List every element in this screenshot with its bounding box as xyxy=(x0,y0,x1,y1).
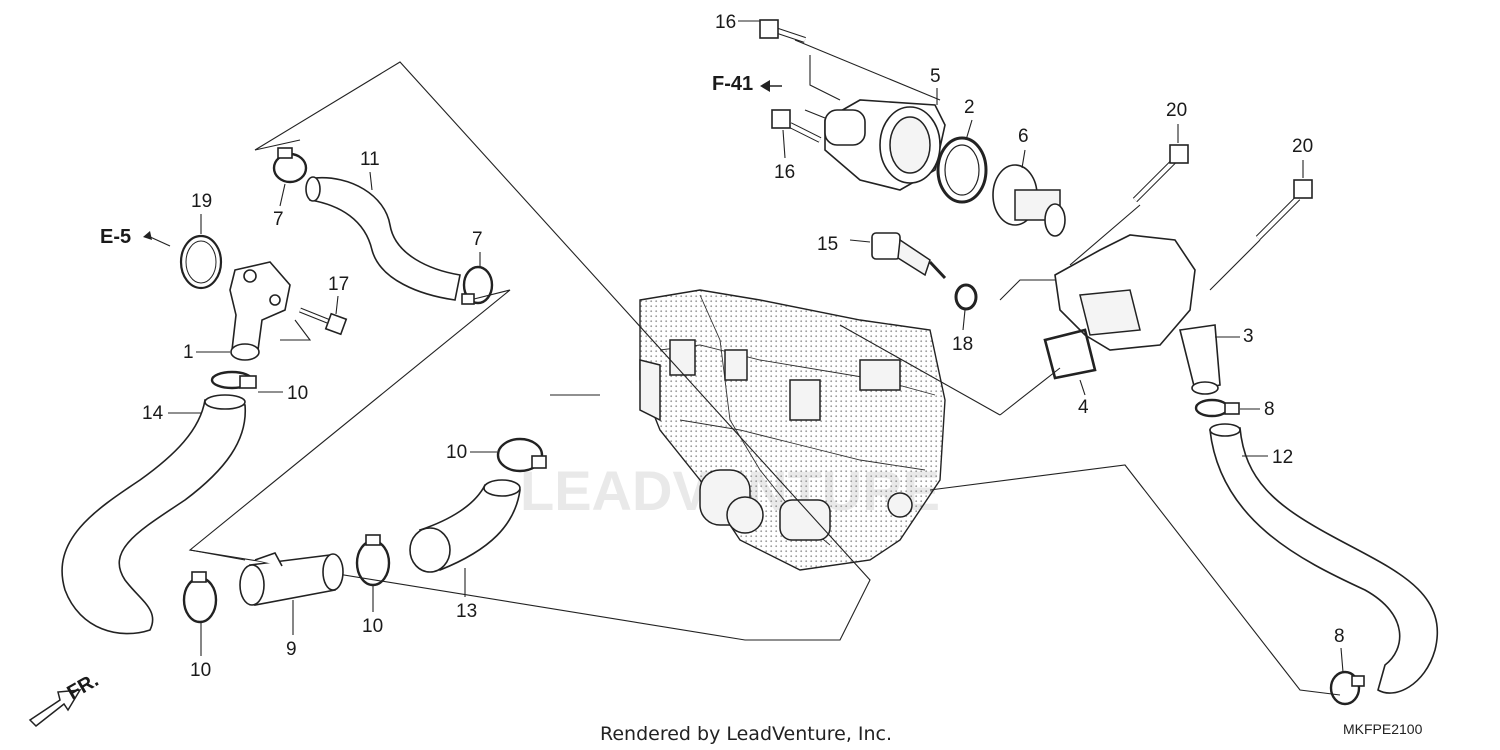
part-19-o-ring xyxy=(179,234,223,290)
part-15-sensor xyxy=(871,232,947,280)
callout-14: 14 xyxy=(142,403,164,424)
callout-8b: 8 xyxy=(1334,626,1345,647)
callout-8a: 8 xyxy=(1264,399,1275,420)
engine-block xyxy=(639,289,946,571)
leader-lines xyxy=(188,39,1341,696)
part-20-bolt-right xyxy=(1255,179,1313,241)
callout-10c: 10 xyxy=(190,660,211,681)
part-9-pipe xyxy=(239,552,344,606)
callout-5: 5 xyxy=(930,66,941,87)
callout-16a: 16 xyxy=(715,12,736,33)
part-3-thermostat-housing xyxy=(1054,234,1221,395)
part-8-clamp-lower xyxy=(1329,670,1365,706)
part-10-clamp-d xyxy=(355,534,391,587)
part-17-bolt xyxy=(299,307,348,336)
part-11-hose xyxy=(305,176,461,301)
part-16-bolt-lower xyxy=(771,109,822,143)
part-16-bolt-upper xyxy=(759,19,806,43)
part-10-clamp-a xyxy=(210,370,257,390)
part-5-thermostat-cover xyxy=(824,99,946,191)
callout-17: 17 xyxy=(328,274,349,295)
front-arrow: FR. xyxy=(28,669,102,728)
ref-f41-label: F-41 xyxy=(712,73,753,95)
part-6-thermostat xyxy=(992,164,1066,237)
callout-2: 2 xyxy=(964,97,975,118)
diagram-code: MKFPE2100 xyxy=(1343,721,1423,737)
callout-9: 9 xyxy=(286,639,297,660)
callout-6: 6 xyxy=(1018,126,1029,147)
callout-19: 19 xyxy=(191,191,212,212)
callout-20b: 20 xyxy=(1292,136,1313,157)
callout-10b: 10 xyxy=(446,442,467,463)
part-20-bolt-left xyxy=(1132,144,1189,203)
callout-3: 3 xyxy=(1243,326,1254,347)
ref-e5-label: E-5 xyxy=(100,226,131,248)
part-10-clamp-c xyxy=(182,571,218,624)
callout-10d: 10 xyxy=(362,616,383,637)
callout-16b: 16 xyxy=(774,162,795,183)
part-1-water-outlet xyxy=(229,261,291,361)
callout-20a: 20 xyxy=(1166,100,1187,121)
callout-7a: 7 xyxy=(273,209,284,230)
ref-f41: F-41 xyxy=(712,73,782,95)
part-13-hose xyxy=(409,479,521,573)
part-12-hose xyxy=(1209,423,1438,694)
part-4-gasket xyxy=(1043,328,1097,380)
part-2-o-ring xyxy=(936,136,988,204)
part-14-hose xyxy=(61,394,247,635)
render-credit: Rendered by LeadVenture, Inc. xyxy=(600,723,892,745)
part-10-clamp-b xyxy=(496,437,547,473)
callout-10a: 10 xyxy=(287,383,308,404)
callout-18: 18 xyxy=(952,334,973,355)
part-7-clamp-upper xyxy=(272,147,308,184)
part-18-washer xyxy=(954,283,978,311)
part-7-clamp-lower xyxy=(461,265,494,305)
callout-13: 13 xyxy=(456,601,477,622)
ref-e5: E-5 xyxy=(100,226,171,248)
part-8-clamp-upper xyxy=(1194,398,1240,418)
callout-1: 1 xyxy=(183,342,194,363)
callout-15: 15 xyxy=(817,234,838,255)
callout-12: 12 xyxy=(1272,447,1293,468)
callout-7b: 7 xyxy=(472,229,483,250)
part-number-labels: 1 2 3 4 5 6 7 7 8 8 9 10 10 10 10 11 12 … xyxy=(142,12,1345,681)
callout-11: 11 xyxy=(360,149,380,170)
callout-4: 4 xyxy=(1078,397,1089,418)
